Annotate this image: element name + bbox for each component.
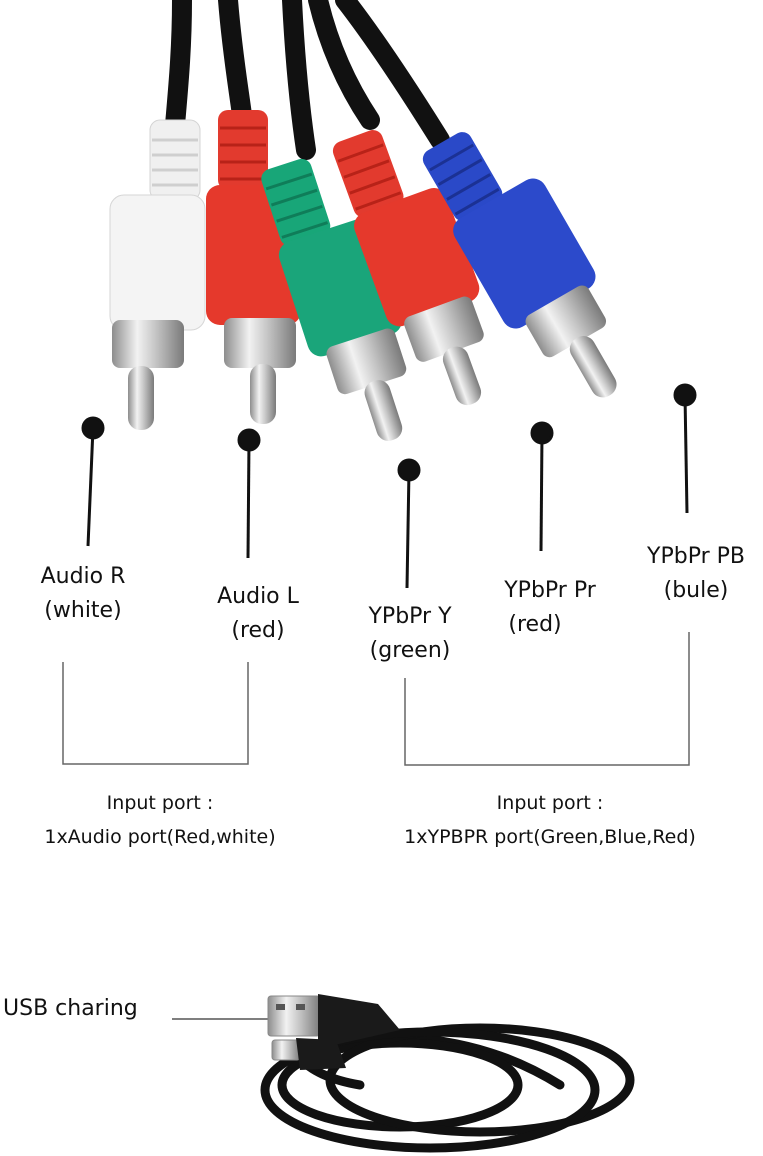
label-ypbpr-y: YPbPr Y (green) [368, 600, 451, 668]
callout-dot-audio-l [237, 428, 261, 452]
connector-audio-r [109, 119, 206, 430]
label-ypbpr-pr: YPbPr Pr (red) [504, 574, 596, 642]
cable-ypbpr-pb [335, 0, 450, 150]
cable-ypbpr-y [282, 0, 316, 160]
note-audio-detail: 1xAudio port(Red,white) [44, 826, 276, 848]
cable-audio-l [218, 0, 252, 125]
note-ypbpr-port: Input port : 1xYPBPR port(Green,Blue,Red… [404, 786, 696, 854]
label-ypbpr-y-name: YPbPr Y [368, 604, 452, 629]
callout-dot-audio-r [81, 416, 105, 440]
label-audio-l-color: (red) [231, 618, 285, 643]
label-ypbpr-pb: YPbPr PB (bule) [647, 540, 745, 608]
cable-ypbpr-pr [308, 0, 380, 130]
cable-audio-r [165, 0, 192, 135]
note-audio-heading: Input port : [106, 792, 214, 814]
label-ypbpr-pb-color: (bule) [663, 578, 729, 603]
usb-cable [172, 994, 635, 1153]
label-ypbpr-pr-name: YPbPr Pr [504, 578, 596, 603]
callout-dot-ypbpr-y [397, 458, 421, 482]
bracket-audio [62, 662, 249, 765]
callout-dot-ypbpr-pr [530, 421, 554, 445]
label-audio-r-name: Audio R [40, 564, 126, 589]
label-ypbpr-y-color: (green) [369, 638, 451, 663]
cables [165, 0, 450, 160]
callouts [81, 383, 697, 589]
brackets [62, 632, 690, 766]
note-audio-port: Input port : 1xAudio port(Red,white) [44, 786, 275, 854]
connector-ypbpr-pr [332, 130, 484, 406]
connector-ypbpr-pb [422, 132, 617, 398]
label-audio-r: Audio R (white) [41, 560, 126, 628]
note-ypbpr-detail: 1xYPBPR port(Green,Blue,Red) [404, 826, 696, 848]
usb-label: USB charing [3, 996, 138, 1021]
label-ypbpr-pr-color: (red) [508, 612, 562, 637]
label-audio-r-color: (white) [44, 598, 122, 623]
label-audio-l-name: Audio L [217, 584, 299, 609]
callout-dot-ypbpr-pb [673, 383, 697, 407]
bracket-ypbpr [404, 632, 690, 766]
note-ypbpr-heading: Input port : [496, 792, 604, 814]
label-audio-l: Audio L (red) [217, 580, 299, 648]
label-ypbpr-pb-name: YPbPr PB [647, 544, 745, 569]
